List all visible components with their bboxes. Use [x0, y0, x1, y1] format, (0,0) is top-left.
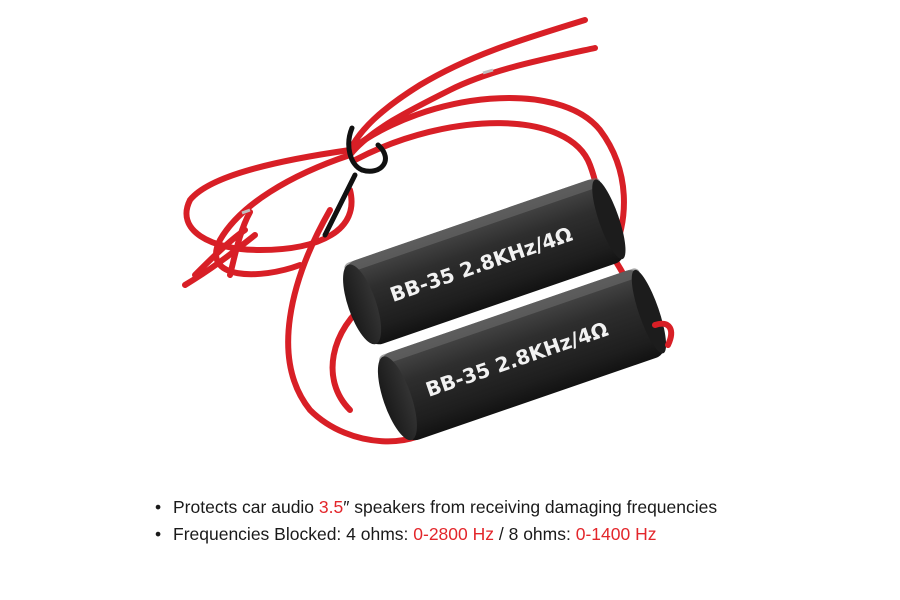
- feature-protection: • Protects car audio 3.5″ speakers from r…: [155, 494, 855, 521]
- range-8-ohm: 0-1400 Hz: [575, 524, 657, 544]
- range-4-ohm: 0-2800 Hz: [413, 524, 495, 544]
- product-photo: BB-35 2.8KHz/4Ω BB-35 2.8KHz/4Ω: [182, 17, 675, 445]
- wire-tips: [241, 68, 494, 215]
- speaker-size: 3.5: [318, 497, 344, 517]
- feature-frequencies: •Frequencies Blocked: 4 ohms: 0-2800 Hz …: [155, 521, 855, 548]
- bullet-marker: •: [155, 497, 162, 517]
- feature-text: Protects car audio: [173, 497, 319, 517]
- zip-tie: [322, 125, 388, 238]
- frequencies-lead: Frequencies Blocked: 4 ohms:: [173, 524, 414, 544]
- feature-text: ″ speakers from receiving damaging frequ…: [343, 497, 718, 517]
- feature-list: • Protects car audio 3.5″ speakers from r…: [155, 494, 855, 548]
- resistor-front: BB-35 2.8KHz/4Ω: [377, 268, 667, 441]
- bullet-marker: •: [155, 524, 162, 544]
- frequencies-mid: / 8 ohms:: [494, 524, 576, 544]
